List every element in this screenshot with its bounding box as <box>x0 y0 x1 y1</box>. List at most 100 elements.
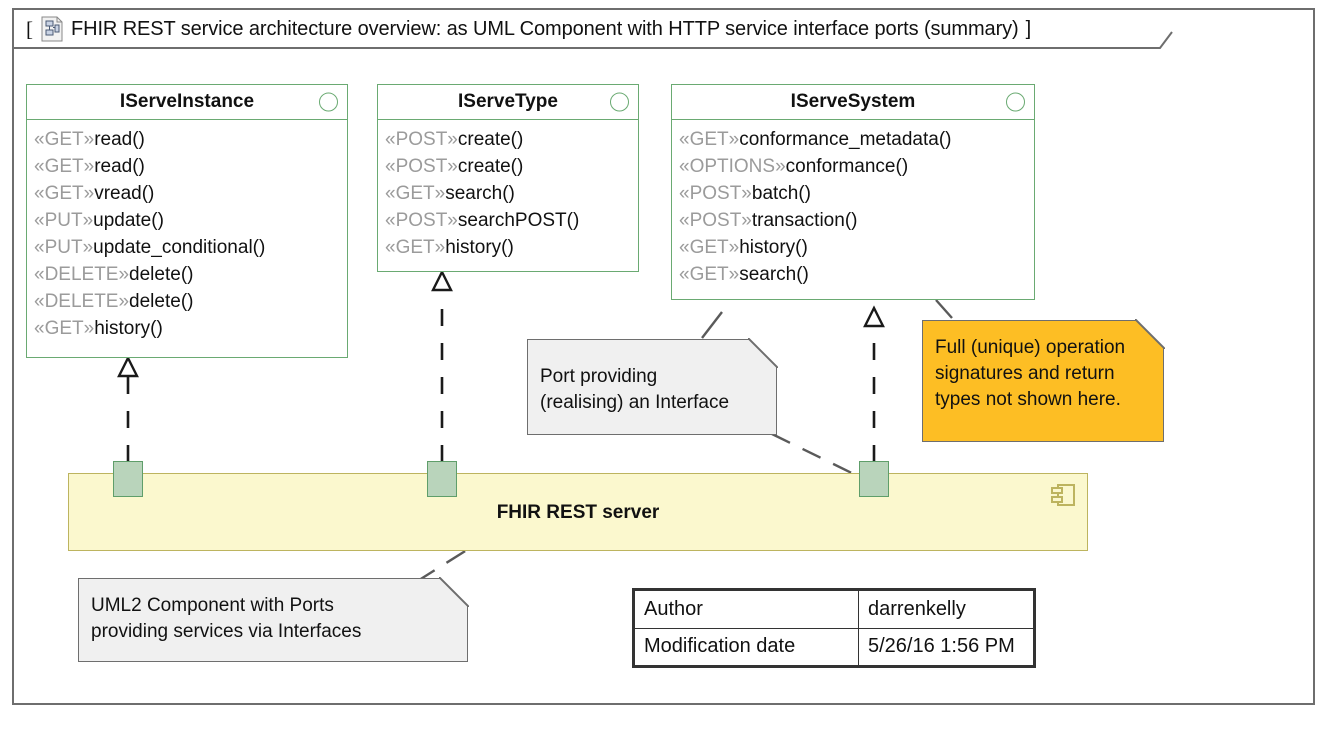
bracket-open: [ <box>26 16 33 41</box>
operation-label: search() <box>445 183 515 204</box>
table-cell-value: 5/26/16 1:56 PM <box>858 627 1034 666</box>
operation-label: history() <box>445 237 514 258</box>
interface-header: IServeSystem <box>672 85 1034 120</box>
operation-stereotype: «GET» <box>679 264 740 285</box>
table-cell-key: Modification date <box>634 627 859 666</box>
component-name: FHIR REST server <box>496 502 660 523</box>
operation-stereotype: «POST» <box>679 183 752 204</box>
operation-stereotype: «GET» <box>679 237 740 258</box>
operation-label: search() <box>739 264 809 285</box>
operation-row: «POST»transaction() <box>679 207 1027 234</box>
operation-row: «DELETE»delete() <box>34 261 340 288</box>
operation-stereotype: «PUT» <box>34 237 94 258</box>
diagram-document-icon <box>41 16 63 42</box>
operation-label: update() <box>93 210 164 231</box>
operation-list: «GET»conformance_metadata() «OPTIONS»con… <box>672 120 1034 296</box>
note-component-ports: UML2 Component with Ports providing serv… <box>78 577 469 662</box>
note-line: providing services via Interfaces <box>91 621 362 642</box>
operation-stereotype: «GET» <box>385 183 446 204</box>
interface-iserveinstance[interactable]: IServeInstance «GET»read() «GET»read() «… <box>26 84 348 358</box>
interface-circle-icon <box>319 92 338 112</box>
operation-label: create() <box>457 129 524 150</box>
operation-label: history() <box>739 237 808 258</box>
operation-row: «PUT»update_conditional() <box>34 234 340 261</box>
operation-label: update_conditional() <box>93 237 266 258</box>
operation-row: «GET»search() <box>385 180 631 207</box>
diagram-frame-title: [ FHIR REST service architecture overvie… <box>12 8 1172 48</box>
operation-label: read() <box>94 156 145 177</box>
operation-list: «GET»read() «GET»read() «GET»vread() «PU… <box>27 120 347 350</box>
interface-name: IServeType <box>458 91 558 112</box>
port-iserveinstance[interactable] <box>113 461 143 497</box>
operation-row: «GET»read() <box>34 126 340 153</box>
interface-circle-icon <box>610 92 629 112</box>
operation-list: «POST»create() «POST»create() «GET»searc… <box>378 120 638 269</box>
operation-label: vread() <box>94 183 155 204</box>
operation-stereotype: «OPTIONS» <box>679 156 786 177</box>
operation-stereotype: «GET» <box>34 129 95 150</box>
port-iservetype[interactable] <box>427 461 457 497</box>
port-iservesystem[interactable] <box>859 461 889 497</box>
operation-stereotype: «DELETE» <box>34 291 130 312</box>
table-cell-value: darrenkelly <box>858 590 1034 629</box>
note-line: types not shown here. <box>935 389 1121 410</box>
interface-iservetype[interactable]: IServeType «POST»create() «POST»create()… <box>377 84 639 272</box>
operation-row: «POST»searchPOST() <box>385 207 631 234</box>
operation-row: «POST»create() <box>385 126 631 153</box>
operation-row: «GET»search() <box>679 261 1027 288</box>
note-fold-icon <box>747 338 778 369</box>
note-line: Full (unique) operation <box>935 337 1126 358</box>
table-row: Modification date 5/26/16 1:56 PM <box>634 627 1034 666</box>
operation-row: «GET»vread() <box>34 180 340 207</box>
note-line: (realising) an Interface <box>540 392 730 413</box>
note-fold-icon <box>438 577 469 608</box>
table-cell-key: Author <box>634 590 859 629</box>
operation-stereotype: «GET» <box>34 183 95 204</box>
operation-stereotype: «GET» <box>34 318 95 339</box>
operation-row: «POST»batch() <box>679 180 1027 207</box>
operation-label: batch() <box>751 183 812 204</box>
operation-stereotype: «PUT» <box>34 210 94 231</box>
note-signatures: Full (unique) operation signatures and r… <box>922 319 1165 442</box>
note-text: UML2 Component with Ports providing serv… <box>79 579 467 651</box>
bracket-close: ] <box>1025 17 1032 40</box>
operation-label: transaction() <box>751 210 858 231</box>
operation-row: «GET»conformance_metadata() <box>679 126 1027 153</box>
interface-name: IServeInstance <box>119 91 255 112</box>
operation-label: read() <box>94 129 145 150</box>
metadata-table-inner: Author darrenkelly Modification date 5/2… <box>634 590 1034 666</box>
operation-stereotype: «POST» <box>385 129 458 150</box>
interface-header: IServeType <box>378 85 638 120</box>
operation-label: delete() <box>129 291 194 312</box>
operation-row: «GET»history() <box>34 315 340 342</box>
operation-row: «GET»history() <box>385 234 631 261</box>
note-line: signatures and return <box>935 363 1115 384</box>
operation-stereotype: «POST» <box>385 156 458 177</box>
interface-circle-icon <box>1006 92 1025 112</box>
operation-stereotype: «GET» <box>385 237 446 258</box>
component-fhir-rest-server[interactable]: FHIR REST server <box>68 473 1088 551</box>
operation-row: «DELETE»delete() <box>34 288 340 315</box>
operation-stereotype: «DELETE» <box>34 264 130 285</box>
frame-title-text: FHIR REST service architecture overview:… <box>71 17 1019 40</box>
operation-stereotype: «GET» <box>34 156 95 177</box>
operation-label: conformance() <box>785 156 909 177</box>
operation-row: «GET»history() <box>679 234 1027 261</box>
operation-label: create() <box>457 156 524 177</box>
note-port-interface: Port providing (realising) an Interface <box>527 338 778 435</box>
operation-label: conformance_metadata() <box>739 129 952 150</box>
note-line: UML2 Component with Ports <box>91 595 334 616</box>
note-text: Port providing (realising) an Interface <box>528 340 776 422</box>
operation-label: searchPOST() <box>457 210 580 231</box>
operation-stereotype: «POST» <box>679 210 752 231</box>
operation-row: «OPTIONS»conformance() <box>679 153 1027 180</box>
metadata-table: Author darrenkelly Modification date 5/2… <box>632 588 1036 668</box>
interface-header: IServeInstance <box>27 85 347 120</box>
operation-label: history() <box>94 318 163 339</box>
note-text: Full (unique) operation signatures and r… <box>923 321 1163 419</box>
operation-label: delete() <box>129 264 194 285</box>
interface-iservesystem[interactable]: IServeSystem «GET»conformance_metadata()… <box>671 84 1035 300</box>
operation-row: «PUT»update() <box>34 207 340 234</box>
operation-stereotype: «GET» <box>679 129 740 150</box>
interface-name: IServeSystem <box>790 91 916 112</box>
